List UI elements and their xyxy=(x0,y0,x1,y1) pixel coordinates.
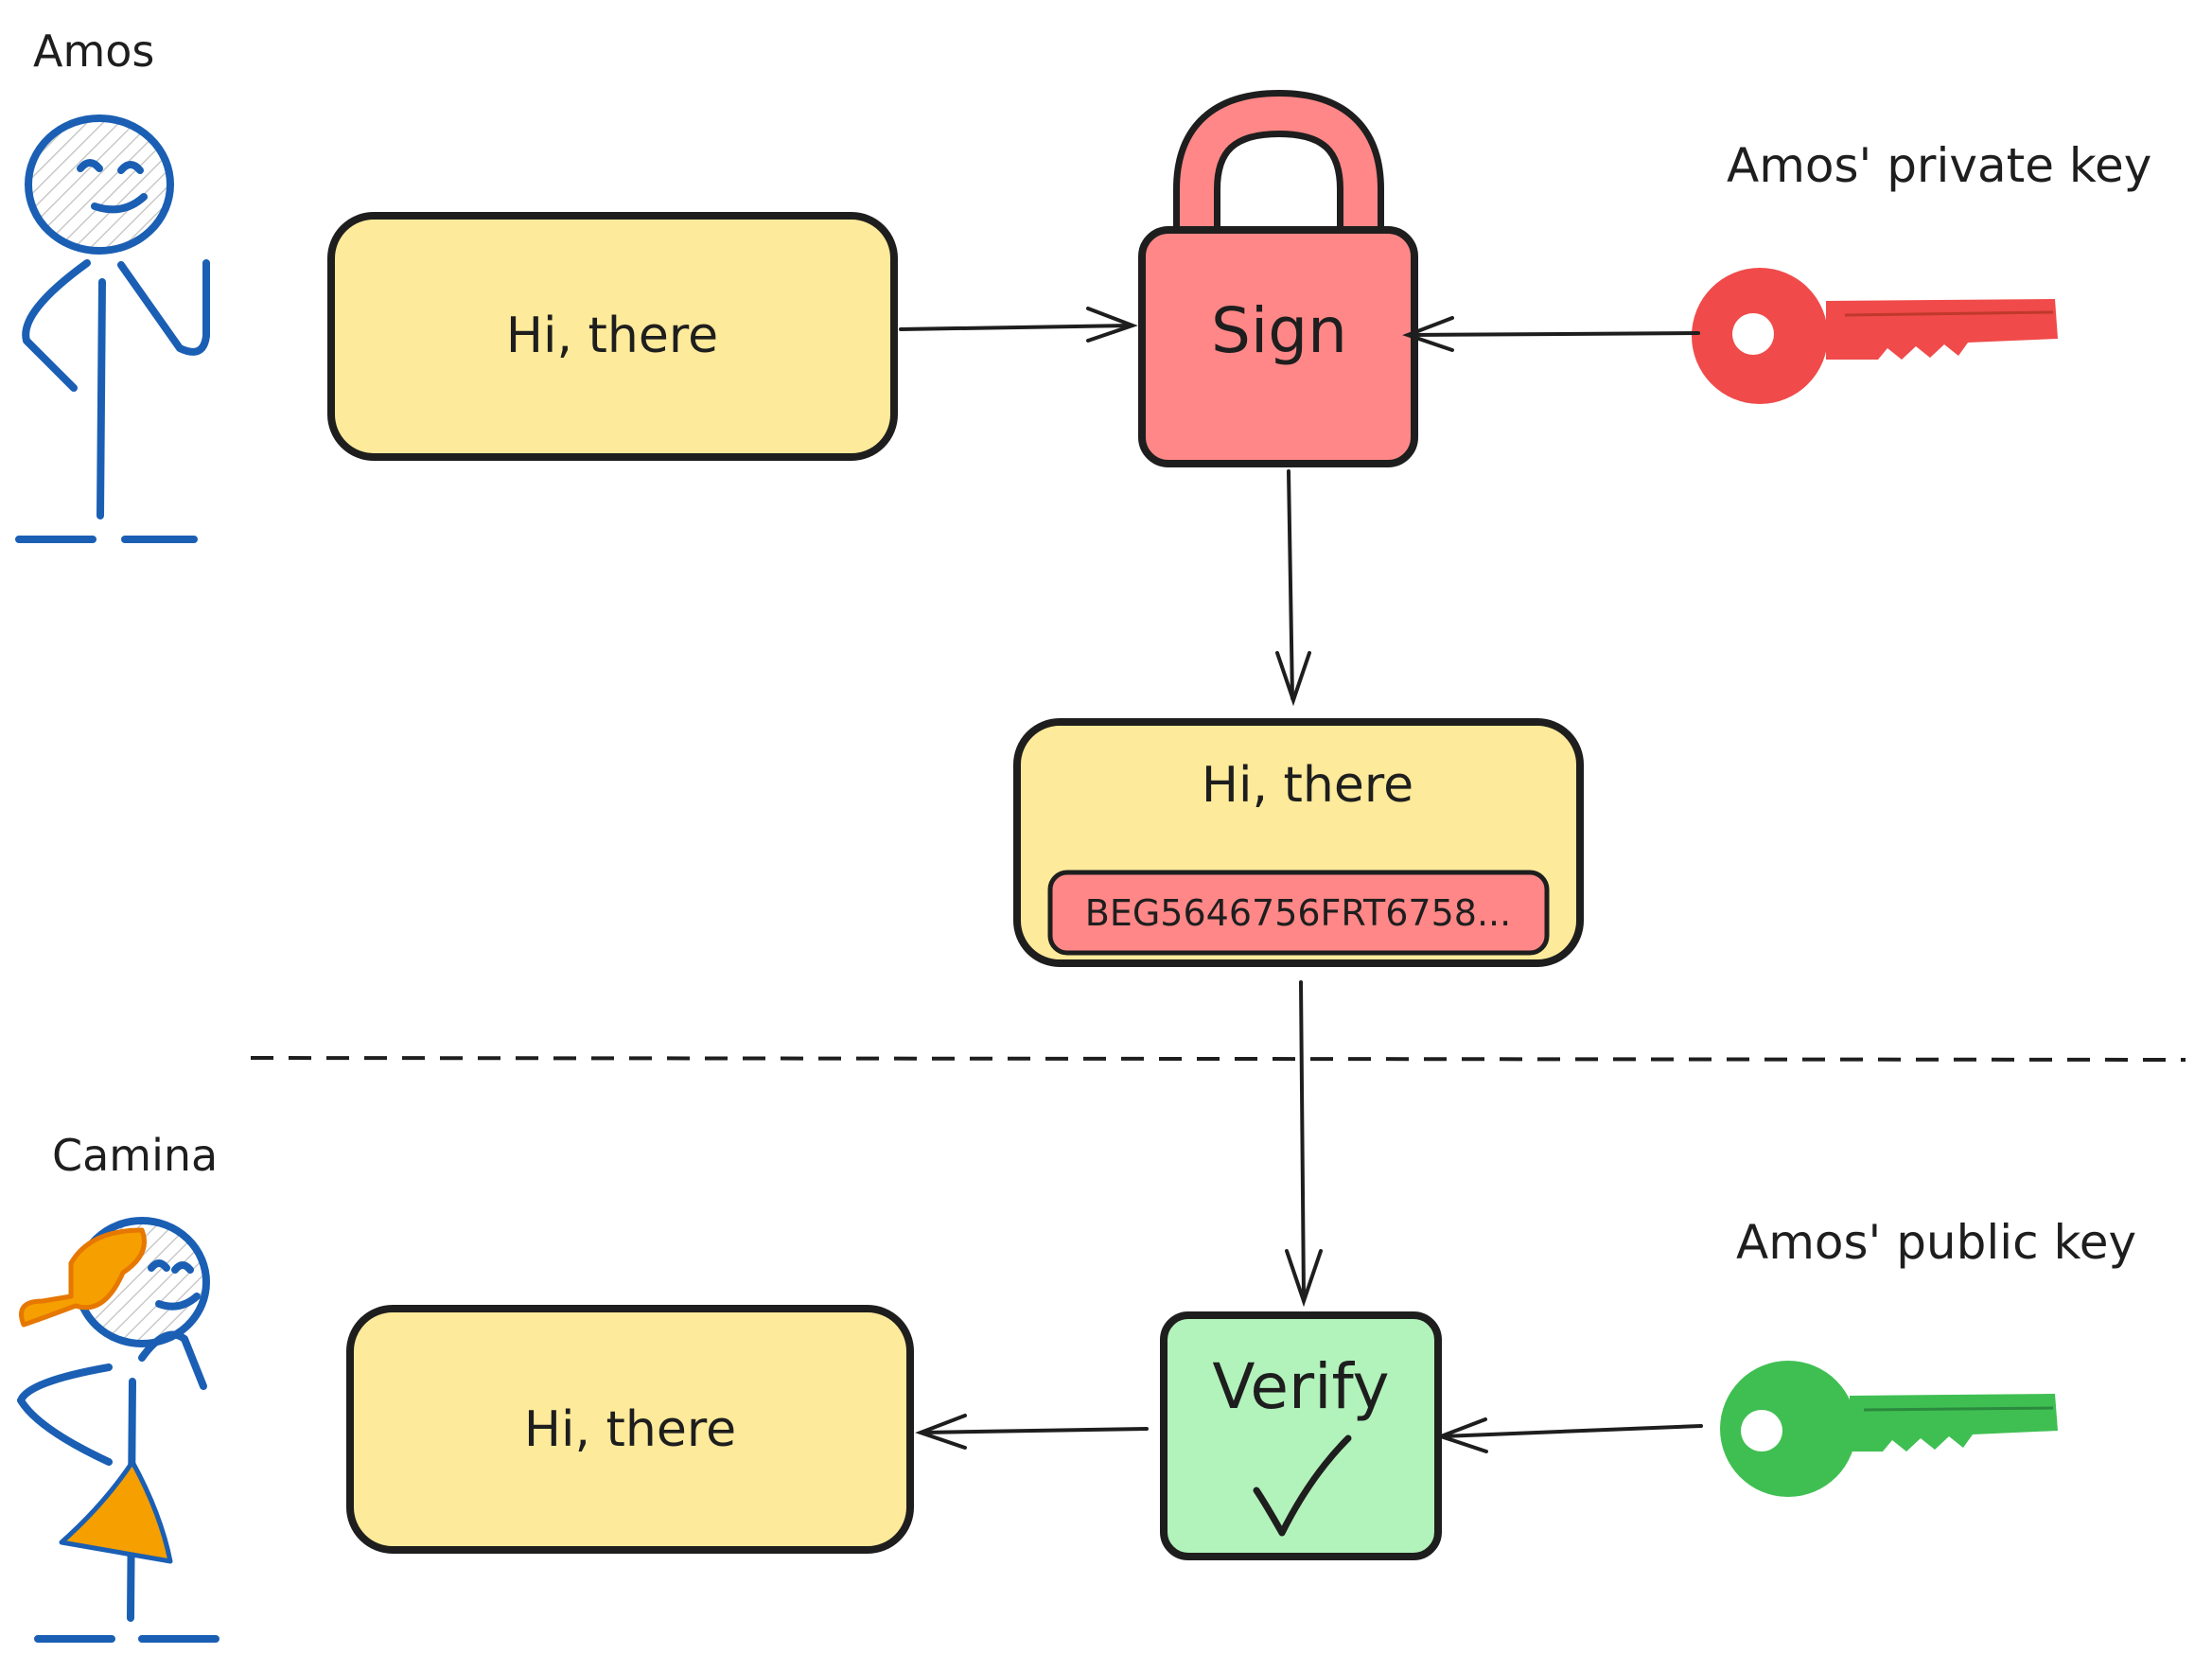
public-key-label: Amos' public key xyxy=(1736,1215,2136,1270)
verify-box: Verify xyxy=(1160,1311,1442,1560)
receiver-face xyxy=(148,1259,201,1311)
original-message-text: Hi, there xyxy=(506,308,718,364)
arrow-verify-to-received-message xyxy=(915,1414,1149,1450)
signature-box xyxy=(1047,870,1550,956)
arrow-sign-to-signed-message xyxy=(1275,469,1311,707)
signed-message-box: Hi, there BEG5646756FRT6758... xyxy=(1013,718,1584,967)
sender-stick-figure xyxy=(15,114,210,543)
receiver-name: Camina xyxy=(52,1130,218,1181)
verify-label: Verify xyxy=(1212,1350,1389,1423)
receiver-dress xyxy=(59,1459,173,1564)
receiver-left-arm xyxy=(17,1364,113,1466)
received-message-text: Hi, there xyxy=(524,1401,736,1458)
sender-body xyxy=(97,278,106,519)
sender-right-arm xyxy=(117,259,210,356)
receiver-hair xyxy=(19,1227,147,1328)
sender-face xyxy=(77,159,148,214)
arrow-signed-message-to-verify xyxy=(1285,980,1323,1308)
received-message-box: Hi, there xyxy=(346,1305,914,1554)
public-key-icon xyxy=(1720,1361,2058,1497)
boundary-divider xyxy=(250,1056,2186,1062)
sign-lock: Sign xyxy=(1138,89,1418,467)
arrow-private-key-to-sign xyxy=(1402,316,1700,352)
original-message-box: Hi, there xyxy=(327,212,898,461)
sender-left-arm xyxy=(22,259,91,392)
receiver-stick-figure xyxy=(17,1217,219,1643)
private-key-label: Amos' private key xyxy=(1727,138,2151,193)
signature-text: BEG5646756FRT6758... xyxy=(1085,892,1511,934)
arrow-message-to-sign xyxy=(899,307,1138,343)
receiver-right-arm xyxy=(138,1330,207,1390)
checkmark-icon xyxy=(1253,1434,1352,1537)
private-key-icon xyxy=(1692,268,2058,404)
sign-label: Sign xyxy=(1211,294,1347,367)
sender-head xyxy=(25,114,174,255)
sender-name: Amos xyxy=(33,26,154,77)
signed-message-text: Hi, there xyxy=(1202,757,1413,814)
arrow-public-key-to-verify xyxy=(1435,1417,1703,1453)
